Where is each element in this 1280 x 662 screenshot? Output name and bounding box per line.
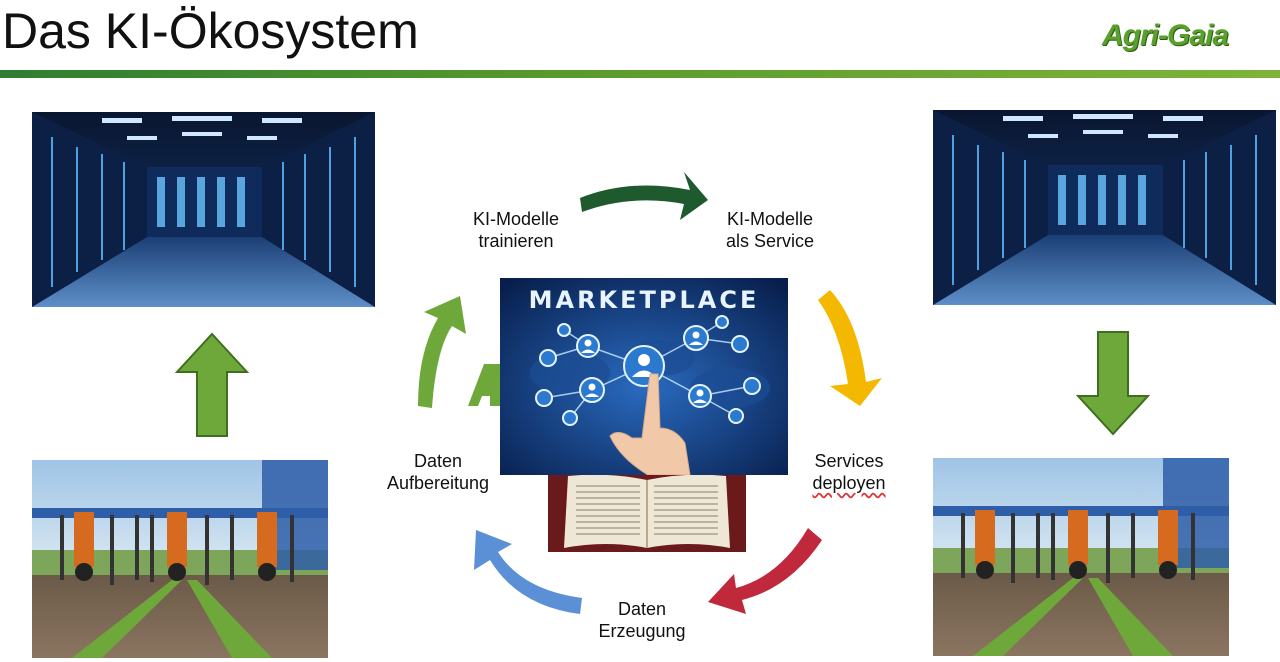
header-divider (0, 70, 1280, 78)
open-book-icon (548, 470, 746, 552)
machine-image-left (32, 460, 328, 658)
arrow-deploy-to-generate (708, 528, 822, 614)
marketplace-heading: MARKETPLACE (528, 286, 760, 314)
book-image (548, 470, 746, 552)
label-deploy: Services deployen (794, 450, 904, 494)
datacenter-image-right (933, 110, 1276, 305)
agricultural-machine-icon (32, 460, 328, 658)
pointing-hand-icon (609, 373, 691, 475)
label-prepare: Daten Aufbereitung (368, 450, 508, 494)
agri-gaia-logo: Agri-Gaia (1102, 19, 1229, 52)
label-train: KI-Modelle trainieren (452, 208, 580, 252)
up-arrow-icon (175, 332, 249, 437)
label-train-line2: trainieren (478, 231, 554, 251)
page-title: Das KI-Ökosystem (2, 3, 419, 59)
server-room-icon (32, 112, 375, 307)
label-service-line1: KI-Modelle (726, 209, 814, 229)
machine-image-right (933, 458, 1229, 656)
server-room-icon (933, 110, 1276, 305)
label-train-line1: KI-Modelle (472, 209, 560, 229)
arrow-prepare-to-train (418, 296, 466, 408)
arrow-train-to-service (580, 172, 708, 220)
partial-logo-glyph (468, 364, 500, 406)
label-prepare-line1: Daten (413, 451, 463, 471)
label-prepare-line2: Aufbereitung (386, 473, 490, 493)
agricultural-machine-icon (933, 458, 1229, 656)
arrow-service-to-deploy (818, 290, 882, 406)
label-generate-line1: Daten (617, 599, 667, 619)
label-deploy-line1: Services (814, 451, 884, 471)
datacenter-image-left (32, 112, 375, 307)
marketplace-network-icon (500, 278, 788, 475)
arrow-generate-to-prepare (474, 530, 582, 614)
label-service-line2: als Service (725, 231, 815, 251)
label-generate-line2: Erzeugung (598, 621, 686, 641)
label-generate: Daten Erzeugung (582, 598, 702, 642)
down-arrow-icon (1076, 331, 1150, 436)
label-service: KI-Modelle als Service (706, 208, 834, 252)
label-deploy-line2: deployen (812, 473, 886, 493)
marketplace-image: MARKETPLACE (500, 278, 788, 475)
